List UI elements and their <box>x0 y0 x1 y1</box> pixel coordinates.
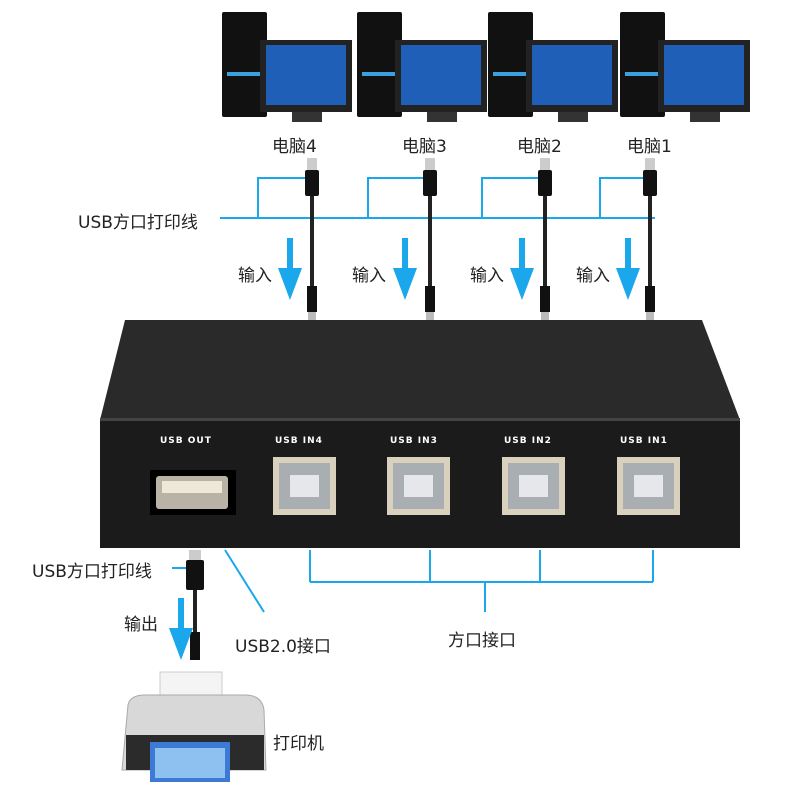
input-cable <box>643 158 657 320</box>
computer-label: 电脑1 <box>627 137 672 157</box>
arrow-down-icon <box>616 238 640 300</box>
input-cable-label: USB方口打印线 <box>78 213 198 233</box>
port-label-usb-in3: USB IN3 <box>390 436 438 446</box>
printer-label: 打印机 <box>273 734 324 754</box>
computer-label: 电脑4 <box>272 137 317 157</box>
input-arrow-label: 输入 <box>238 266 272 286</box>
arrow-down-icon <box>393 238 417 300</box>
input-cable-bracket <box>220 177 655 219</box>
computer-label: 电脑2 <box>517 137 562 157</box>
input-arrow-label: 输入 <box>470 266 504 286</box>
usb-b-port <box>273 457 336 515</box>
printer <box>121 671 267 782</box>
square-port-label: 方口接口 <box>448 631 516 651</box>
arrow-down-icon <box>169 598 193 660</box>
usb2-pointer-line <box>224 549 265 613</box>
port-label-usb-in4: USB IN4 <box>275 436 323 446</box>
input-cable <box>538 158 552 320</box>
arrow-down-icon <box>510 238 534 300</box>
computer-1 <box>620 12 750 122</box>
input-cables <box>305 158 657 320</box>
input-cable <box>423 158 437 320</box>
port-label-usb-in1: USB IN1 <box>620 436 668 446</box>
arrow-down-icon <box>278 238 302 300</box>
port-label-usb-in2: USB IN2 <box>504 436 552 446</box>
output-cable-label: USB方口打印线 <box>32 562 152 582</box>
usb2-port-label: USB2.0接口 <box>235 637 331 657</box>
computer-2 <box>488 12 618 122</box>
input-cable <box>305 158 319 320</box>
output-cable <box>186 550 204 660</box>
computer-label: 电脑3 <box>402 137 447 157</box>
usb-b-port <box>502 457 565 515</box>
computer-4 <box>222 12 352 122</box>
square-port-bracket <box>309 550 654 612</box>
output-arrow-label: 输出 <box>124 615 158 635</box>
computer-3 <box>357 12 487 122</box>
usb-b-port <box>387 457 450 515</box>
usb-b-port <box>617 457 680 515</box>
input-arrow-label: 输入 <box>576 266 610 286</box>
input-arrow-label: 输入 <box>352 266 386 286</box>
port-label-usb-out: USB OUT <box>160 436 212 446</box>
usb-a-port <box>150 470 236 515</box>
